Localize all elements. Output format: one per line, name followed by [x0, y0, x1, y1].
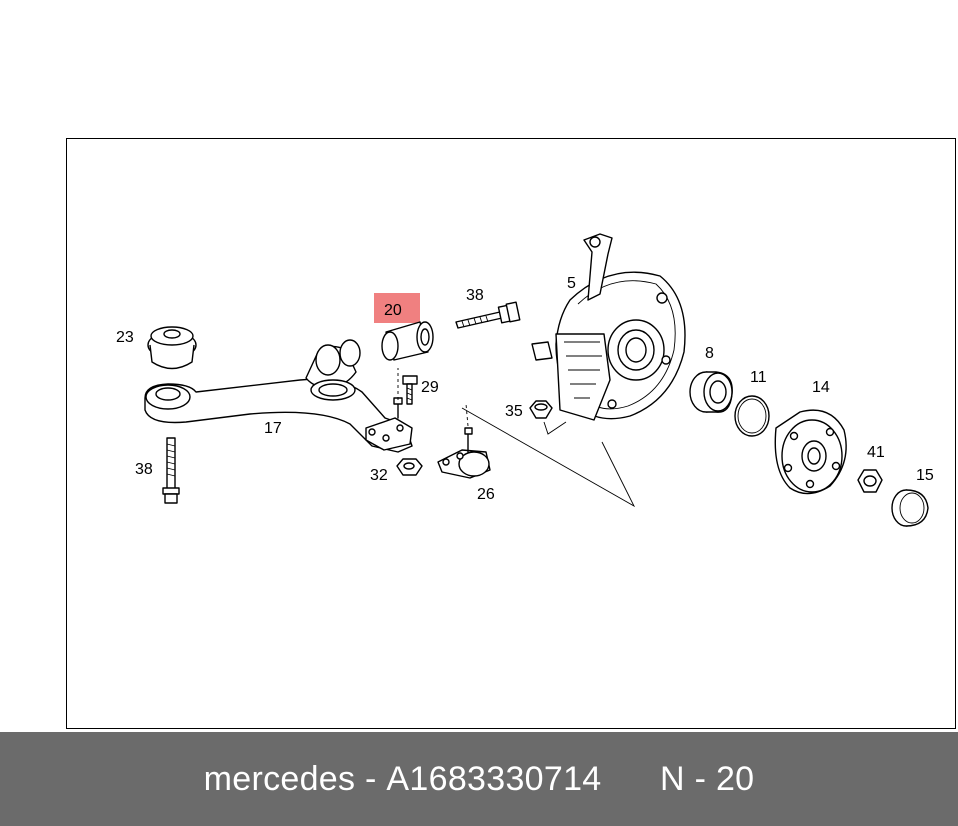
part-29-bolt	[402, 375, 418, 405]
label-11: 11	[750, 369, 767, 386]
part-labels: 20 38 5 23 29 8 11 14 35 17 38 32 26 41 …	[116, 275, 934, 503]
label-8: 8	[705, 345, 714, 362]
label-38-left: 38	[135, 461, 153, 478]
part-38-horizontal-bolt	[455, 301, 521, 329]
label-29: 29	[421, 379, 439, 396]
part-35-nut	[529, 400, 553, 419]
exploded-parts-diagram: 20 38 5 23 29 8 11 14 35 17 38 32 26 41 …	[116, 233, 934, 527]
part-15-dust-cap	[891, 489, 929, 527]
footer-separator: -	[355, 759, 387, 798]
label-14: 14	[812, 379, 830, 396]
footer-part-number: A1683330714	[386, 759, 602, 798]
guide-lines	[397, 368, 636, 508]
label-23: 23	[116, 329, 134, 346]
label-20: 20	[384, 302, 402, 319]
part-41-nut	[857, 469, 883, 493]
label-35: 35	[505, 403, 523, 420]
label-17: 17	[264, 420, 282, 437]
footer-position-label: N - 20	[659, 759, 755, 798]
label-5: 5	[567, 275, 576, 292]
part-38-vertical-bolt	[162, 437, 180, 504]
footer-brand: mercedes	[203, 759, 356, 798]
part-14-hub	[774, 409, 847, 495]
label-32: 32	[370, 467, 388, 484]
part-32-nut	[396, 458, 423, 476]
footer-gap	[602, 760, 660, 799]
label-38-top: 38	[466, 287, 484, 304]
part-17-control-arm	[144, 339, 413, 453]
label-41: 41	[867, 444, 885, 461]
highlight-box-20	[374, 293, 420, 323]
footer-bar: mercedes - A1683330714 N - 20	[0, 732, 958, 826]
part-20-bushing	[381, 321, 434, 361]
part-26-ball-joint	[437, 427, 491, 479]
label-15: 15	[916, 467, 934, 484]
part-23-mount	[147, 326, 197, 370]
part-11-circlip	[734, 395, 770, 437]
part-8-bearing	[689, 371, 733, 413]
label-26: 26	[477, 486, 495, 503]
part-5-knuckle	[531, 233, 686, 421]
footer-caption: mercedes - A1683330714 N - 20	[0, 732, 958, 826]
